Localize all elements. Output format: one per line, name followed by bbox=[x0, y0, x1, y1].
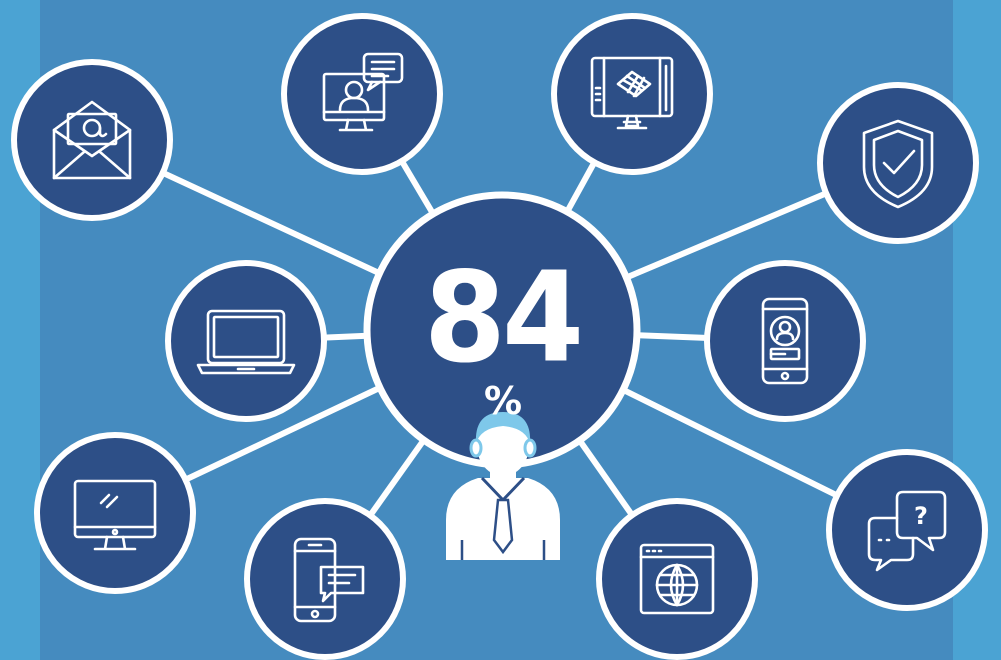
desktop-computer-icon bbox=[73, 479, 157, 551]
smartphone-profile-icon bbox=[761, 297, 809, 385]
icon-node bbox=[704, 260, 866, 422]
video-call-icon bbox=[322, 52, 404, 132]
node-circle bbox=[244, 498, 406, 660]
node-circle bbox=[165, 260, 327, 422]
node-circle bbox=[826, 449, 988, 611]
percentage-label: 84% bbox=[412, 254, 592, 420]
icon-node bbox=[11, 59, 173, 221]
person-ear bbox=[469, 438, 483, 458]
icon-node bbox=[817, 82, 979, 244]
percentage-unit: % bbox=[483, 379, 523, 423]
person-icon bbox=[446, 412, 560, 560]
email-icon bbox=[52, 100, 132, 180]
mobile-chat-icon bbox=[293, 537, 365, 623]
icon-node bbox=[165, 260, 327, 422]
person-ear bbox=[523, 438, 537, 458]
svg-text:?: ? bbox=[914, 502, 928, 530]
icon-node bbox=[34, 432, 196, 594]
person-arms bbox=[460, 540, 546, 560]
icon-node bbox=[281, 13, 443, 175]
percentage-value: 84 bbox=[423, 243, 584, 391]
node-circle bbox=[817, 82, 979, 244]
laptop-icon bbox=[196, 309, 296, 375]
node-circle bbox=[34, 432, 196, 594]
security-shield-icon bbox=[862, 119, 934, 209]
design-software-icon bbox=[590, 56, 674, 130]
icon-node bbox=[244, 498, 406, 660]
node-circle bbox=[704, 260, 866, 422]
icon-node: ? bbox=[826, 449, 988, 611]
nodes: ? bbox=[11, 13, 988, 660]
person-head bbox=[477, 416, 529, 476]
person-hair bbox=[475, 412, 531, 444]
question-chat-icon: ? bbox=[867, 490, 947, 572]
web-browser-globe-icon bbox=[639, 543, 715, 615]
person-tie bbox=[492, 498, 514, 555]
icon-node bbox=[551, 13, 713, 175]
node-circle bbox=[11, 59, 173, 221]
icon-node bbox=[596, 498, 758, 660]
